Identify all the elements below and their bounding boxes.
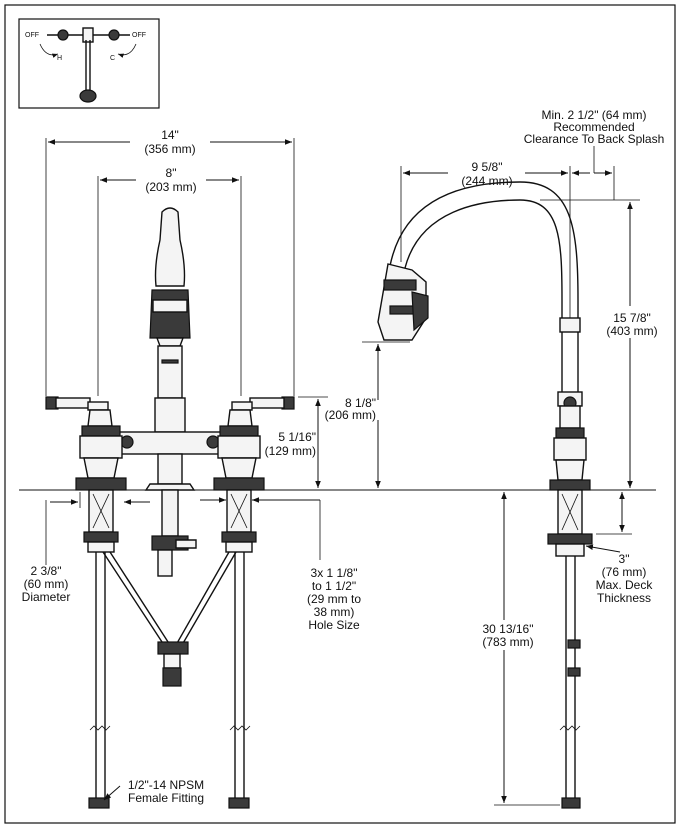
front-view-faucet [45, 207, 295, 809]
spread-overall-imperial: 14" [161, 128, 179, 142]
dimension-handle-height: 5 1/16" (129 mm) [265, 396, 328, 488]
hole-size-line3: (29 mm to [307, 592, 361, 606]
spread-center-metric: (203 mm) [145, 180, 196, 194]
inset-off-left-label: OFF [25, 32, 39, 39]
handle-rotation-inset: OFF OFF H C [18, 18, 160, 109]
handle-height-imperial: 5 1/16" [278, 430, 316, 444]
overall-height-metric: (403 mm) [606, 324, 657, 338]
hole-size-line1: 3x 1 1/8" [311, 566, 358, 580]
callout-fitting: 1/2"-14 NPSM Female Fitting [103, 778, 204, 805]
deck-thickness-line4: Thickness [597, 591, 651, 605]
dimension-spout-clearance: 8 1/8" (206 mm) [325, 341, 410, 488]
back-splash-line2: Recommended [553, 120, 634, 134]
deck-thickness-line3: Max. Deck [596, 578, 654, 592]
dimension-overall-spread: 14" (356 mm) [45, 128, 295, 396]
spread-center-imperial: 8" [166, 166, 177, 180]
below-deck-imperial: 30 13/16" [483, 622, 534, 636]
handle-height-metric: (129 mm) [265, 444, 316, 458]
hole-size-line4: 38 mm) [314, 605, 355, 619]
back-splash-line3: Clearance To Back Splash [524, 132, 665, 146]
dimension-deck-thickness: 3" (76 mm) Max. Deck Thickness [585, 492, 654, 605]
inset-cold-label: C [110, 55, 115, 62]
shank-diameter-label: Diameter [22, 590, 71, 604]
dimension-below-deck: 30 13/16" (783 mm) [482, 492, 560, 806]
dimension-center-spread: 8" (203 mm) [97, 166, 242, 396]
deck-thickness-imperial: 3" [619, 552, 630, 566]
drawing-frame [4, 4, 676, 824]
dimension-shank-diameter: 2 3/8" (60 mm) Diameter [22, 492, 150, 604]
deck-thickness-metric: (76 mm) [602, 565, 647, 579]
spread-overall-metric: (356 mm) [144, 142, 195, 156]
fitting-line2: Female Fitting [128, 791, 204, 805]
dimension-spout-reach: 9 5/8" (244 mm) [400, 160, 571, 318]
dimension-back-splash: Min. 2 1/2" (64 mm) Recommended Clearanc… [524, 108, 665, 200]
spout-clearance-imperial: 8 1/8" [345, 396, 376, 410]
below-deck-metric: (783 mm) [482, 635, 533, 649]
spout-reach-imperial: 9 5/8" [472, 160, 503, 174]
dimension-hole-size: 3x 1 1/8" to 1 1/2" (29 mm to 38 mm) Hol… [200, 497, 361, 632]
spout-reach-metric: (244 mm) [461, 174, 512, 188]
dimension-overall-height: 15 7/8" (403 mm) [540, 199, 658, 488]
fitting-line1: 1/2"-14 NPSM [128, 778, 204, 792]
inset-hot-label: H [57, 55, 62, 62]
overall-height-imperial: 15 7/8" [613, 311, 651, 325]
shank-diameter-imperial: 2 3/8" [31, 564, 62, 578]
shank-diameter-metric: (60 mm) [24, 577, 69, 591]
hole-size-line2: to 1 1/2" [312, 579, 356, 593]
side-view-faucet [377, 181, 593, 809]
inset-off-right-label: OFF [132, 32, 146, 39]
back-splash-line1: Min. 2 1/2" (64 mm) [542, 108, 647, 122]
hole-size-line5: Hole Size [308, 618, 360, 632]
spout-clearance-metric: (206 mm) [325, 408, 376, 422]
